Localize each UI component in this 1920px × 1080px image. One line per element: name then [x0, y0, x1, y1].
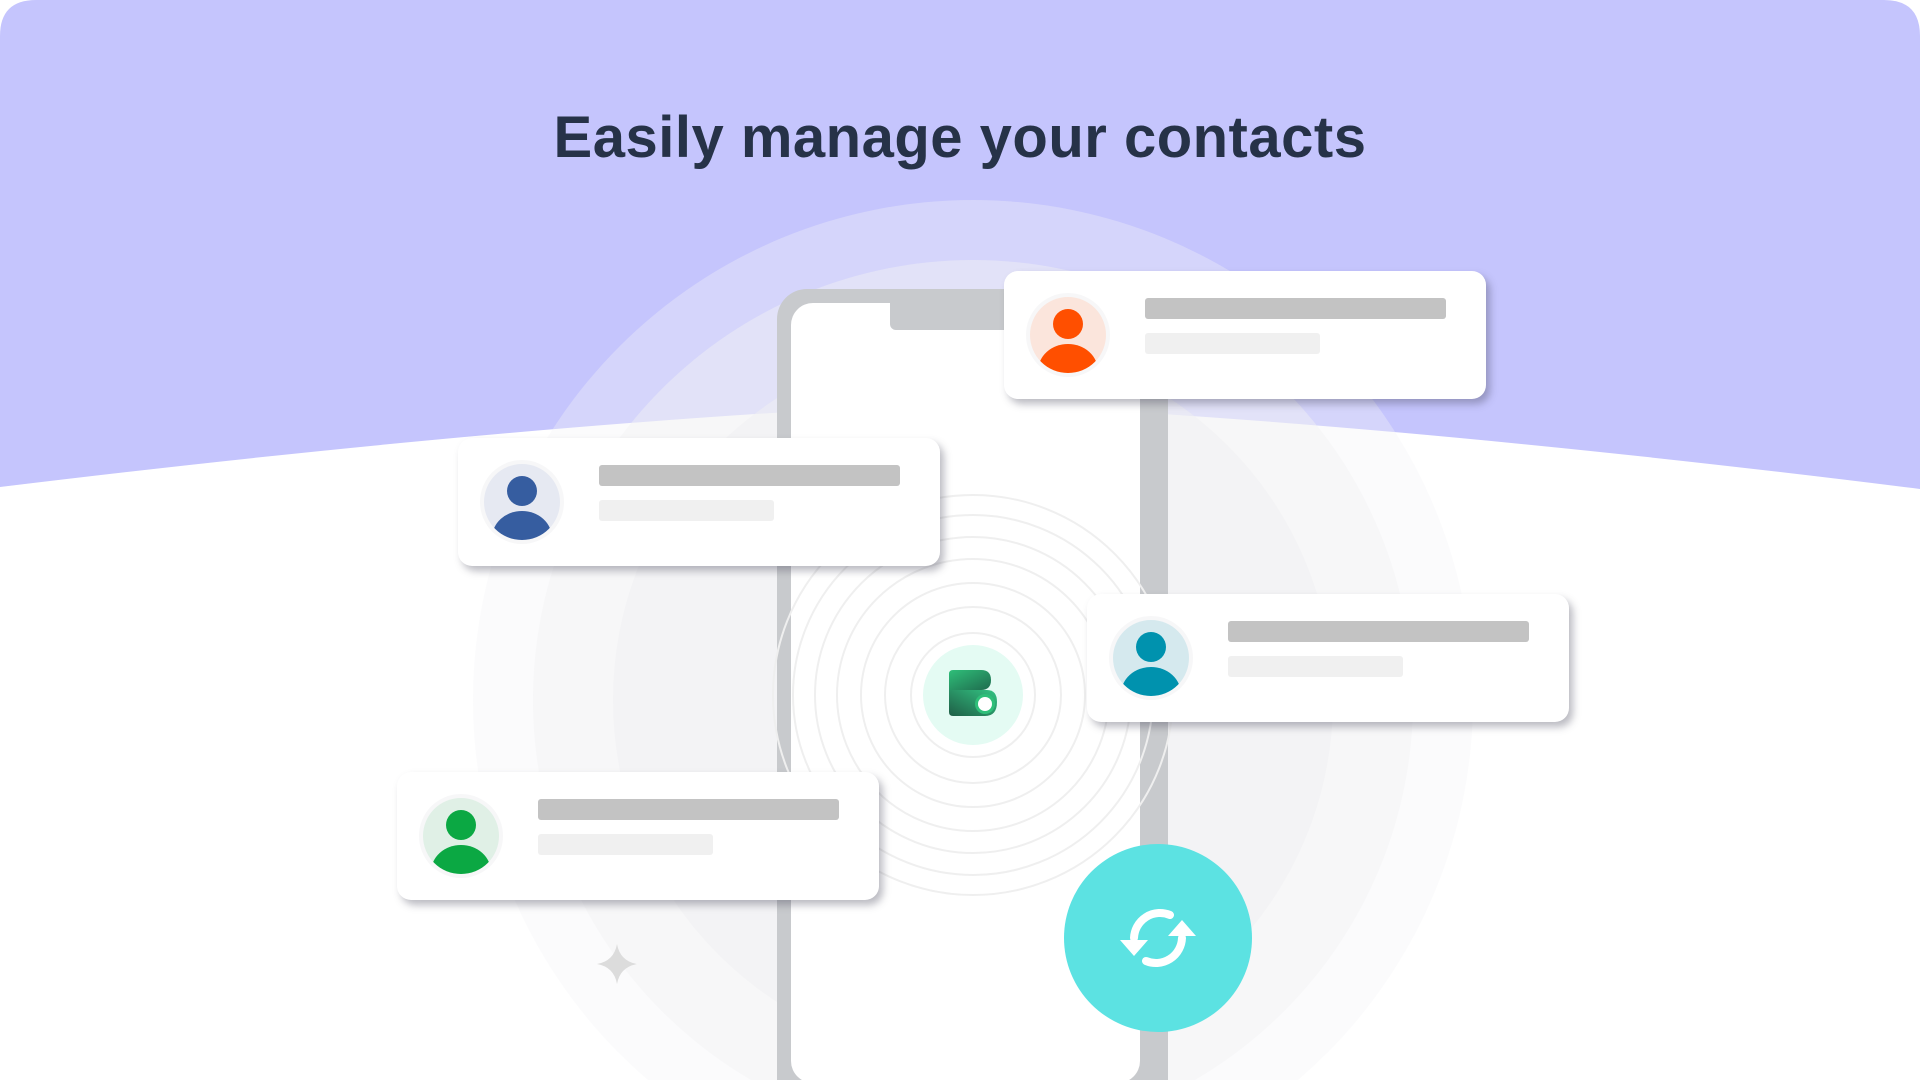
- user-icon: [431, 810, 491, 874]
- contact-name-placeholder: [1228, 621, 1529, 642]
- contact-card[interactable]: [397, 772, 879, 900]
- avatar: [1026, 293, 1110, 377]
- sparkle-icon: [597, 944, 637, 984]
- page-title: Easily manage your contacts: [553, 105, 1367, 170]
- user-icon: [492, 476, 552, 540]
- sync-icon: [1120, 909, 1196, 967]
- contact-card[interactable]: [1087, 594, 1569, 722]
- contact-name-placeholder: [538, 799, 839, 820]
- contact-detail-placeholder: [1145, 333, 1320, 354]
- avatar: [480, 460, 564, 544]
- contact-card[interactable]: [1004, 271, 1486, 399]
- avatar: [419, 794, 503, 878]
- contact-name-placeholder: [599, 465, 900, 486]
- user-icon: [1038, 309, 1098, 373]
- contact-detail-placeholder: [1228, 656, 1403, 677]
- contact-detail-placeholder: [538, 834, 713, 855]
- contact-name-placeholder: [1145, 298, 1446, 319]
- app-logo-icon: [949, 670, 997, 716]
- contact-card[interactable]: [458, 438, 940, 566]
- avatar: [1109, 616, 1193, 700]
- app-logo-badge: [923, 645, 1023, 745]
- sync-button[interactable]: [1064, 844, 1252, 1032]
- contact-detail-placeholder: [599, 500, 774, 521]
- user-icon: [1121, 632, 1181, 696]
